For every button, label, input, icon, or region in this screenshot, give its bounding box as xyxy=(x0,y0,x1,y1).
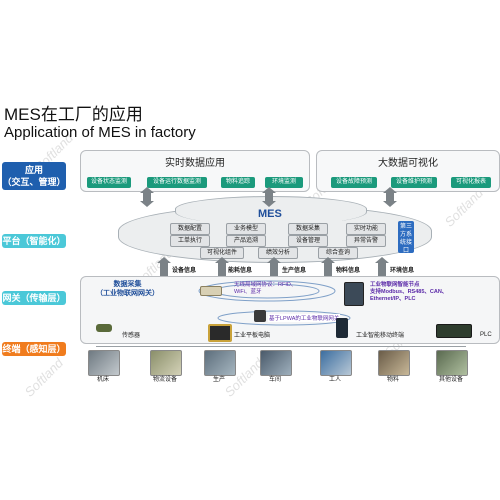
platform-module: 数据采集 xyxy=(288,223,328,235)
mobile-terminal-icon xyxy=(336,318,348,338)
layer-label-terminal: 终端（感知层） xyxy=(2,342,66,356)
realtime-chip: 设备运行数据监测 xyxy=(147,177,207,188)
realtime-data-box: 实时数据应用 设备状态监测 设备运行数据监测 物料追踪 环境监测 xyxy=(80,150,310,192)
lpwa-orbit xyxy=(217,310,351,326)
bigdata-chip: 设备维护预测 xyxy=(391,177,437,188)
data-collect-label: 数据采集 （工业物联网网关） xyxy=(96,281,159,297)
realtime-chip: 设备状态监测 xyxy=(87,177,131,188)
platform-module: 设备管理 xyxy=(288,235,328,247)
platform-module: 业务模型 xyxy=(226,223,266,235)
production-photo xyxy=(204,350,236,376)
sensor-label: 传感器 xyxy=(122,333,141,339)
plc-label: PLC xyxy=(480,332,492,338)
bigdata-chip: 设备故障预测 xyxy=(331,177,377,188)
machine-tool-photo xyxy=(88,350,120,376)
plc-icon xyxy=(436,324,472,338)
photo-label: 工人 xyxy=(328,377,341,383)
platform-module: 实时功能 xyxy=(346,223,386,235)
up-arrow xyxy=(383,187,397,207)
platform-module: 综合查询 xyxy=(318,247,358,259)
platform-module: 工单执行 xyxy=(170,235,210,247)
edge-node-label: 工业物联网智能节点 支持Modbus、RS485、CAN、 Ethernet/I… xyxy=(370,282,448,302)
lpwa-device-icon xyxy=(254,310,266,322)
platform-module: 异常告警 xyxy=(346,235,386,247)
tablet-icon xyxy=(208,324,232,342)
flow-label: 物料信息 xyxy=(336,268,361,274)
bigdata-box: 大数据可视化 设备故障预测 设备维护预测 可视化报表 xyxy=(316,150,500,192)
platform-module: 数据配置 xyxy=(170,223,210,235)
bigdata-title: 大数据可视化 xyxy=(378,158,438,169)
up-arrow xyxy=(262,187,276,207)
sensor-icon xyxy=(96,324,112,332)
tablet-label: 工业平板电脑 xyxy=(234,333,271,339)
bigdata-chip: 可视化报表 xyxy=(451,177,491,188)
mobile-terminal-label: 工业智能移动终端 xyxy=(356,333,405,339)
flow-label: 能耗信息 xyxy=(228,268,253,274)
flow-label: 环境信息 xyxy=(390,268,415,274)
gateway-device-icon xyxy=(200,286,222,296)
lpwa-gateway-label: 基于LPWA的工业物联网网关 xyxy=(268,314,341,322)
terminal-bus-line xyxy=(96,346,466,347)
other-equipment-photo xyxy=(436,350,468,376)
worker-photo xyxy=(320,350,352,376)
material-photo xyxy=(378,350,410,376)
realtime-chip: 物料追踪 xyxy=(221,177,255,188)
gateway-terminal-box xyxy=(80,276,500,344)
realtime-data-title: 实时数据应用 xyxy=(165,158,225,169)
platform-module: 产品追溯 xyxy=(226,235,266,247)
photo-label: 车间 xyxy=(268,377,281,383)
up-arrow xyxy=(140,187,154,207)
wireless-protocol-label: 无线局域网协议：RFID、WiFi、蓝牙 xyxy=(234,282,297,295)
flow-label: 生产信息 xyxy=(282,268,307,274)
third-party-interface: 第三方系统接口 xyxy=(398,221,414,254)
photo-label: 物流设备 xyxy=(152,377,177,383)
mes-label: MES xyxy=(258,208,282,220)
edge-node-icon xyxy=(344,282,364,306)
page-title: MES在工厂的应用 xyxy=(4,105,143,124)
watermark: Softland xyxy=(21,355,67,400)
layer-label-gateway: 网关（传输层） xyxy=(2,291,66,305)
logistics-photo xyxy=(150,350,182,376)
realtime-chip: 环境监测 xyxy=(265,177,303,188)
page-subtitle: Application of MES in factory xyxy=(4,124,196,141)
layer-label-app: 应用 （交互、管理） xyxy=(2,162,66,190)
photo-label: 机床 xyxy=(96,377,109,383)
photo-label: 物料 xyxy=(386,377,399,383)
workshop-photo xyxy=(260,350,292,376)
layer-label-platform: 平台（智能化） xyxy=(2,234,66,248)
photo-label: 生产 xyxy=(212,377,225,383)
photo-label: 其他设备 xyxy=(438,377,463,383)
flow-label: 设备信息 xyxy=(172,268,197,274)
